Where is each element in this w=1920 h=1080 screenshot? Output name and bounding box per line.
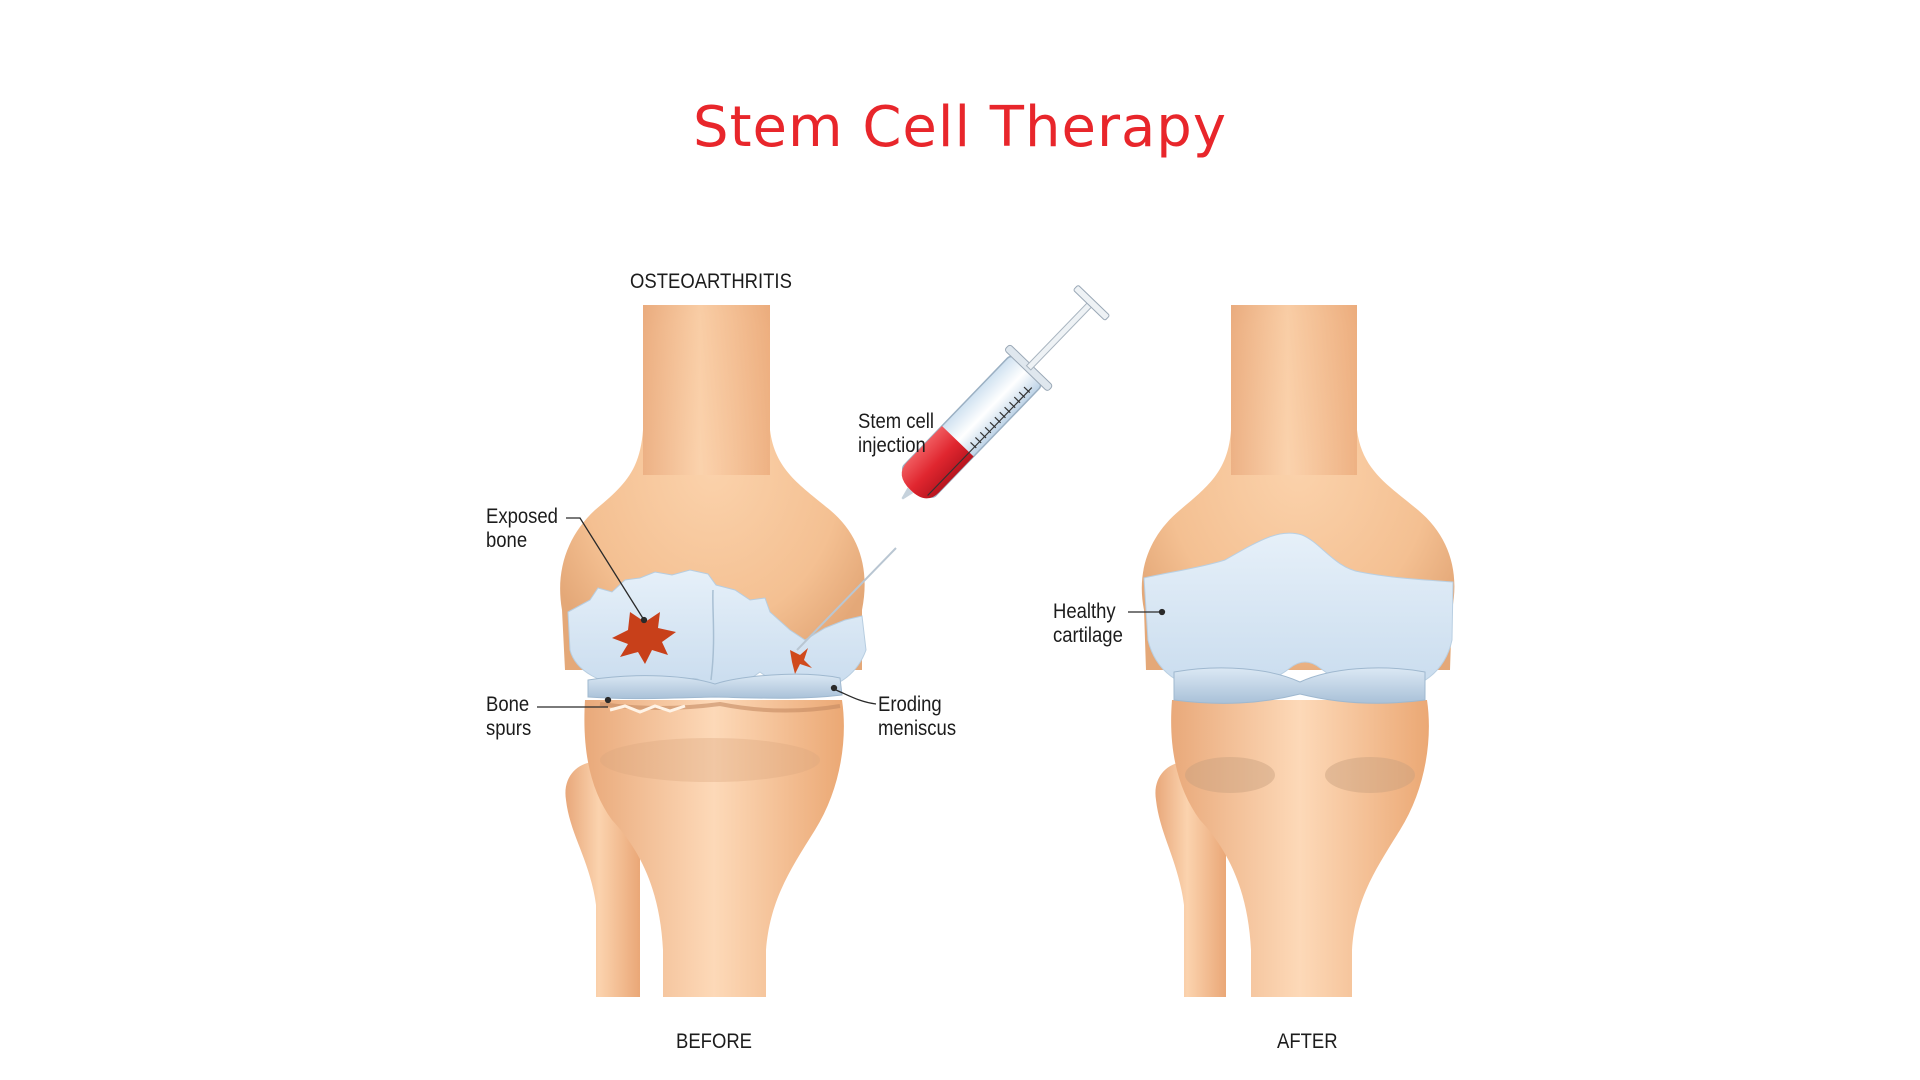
meniscus-before [587, 673, 843, 700]
label-bone-spurs: Bone spurs [486, 693, 532, 740]
leader-lines-after [1128, 608, 1166, 616]
tibia-before [584, 700, 844, 997]
knee-after [1141, 305, 1455, 997]
osteoarthritis-header: OSTEOARTHRITIS [630, 270, 792, 293]
caption-after: AFTER [1277, 1030, 1338, 1053]
leader-lines-before [537, 517, 877, 708]
label-exposed-bone: Exposed bone [486, 505, 558, 552]
tibia-after [1171, 700, 1429, 997]
exposed-bone-lesion [612, 612, 676, 664]
label-eroding-meniscus: Eroding meniscus [878, 693, 957, 740]
label-stem-cell-injection: Stem cell injection [858, 410, 934, 457]
meniscus-after [1173, 667, 1426, 704]
knee-before [560, 305, 867, 997]
caption-before: BEFORE [676, 1030, 752, 1053]
label-healthy-cartilage: Healthy cartilage [1053, 600, 1123, 647]
diagram-title: Stem Cell Therapy [693, 95, 1227, 160]
syringe-icon [796, 285, 1110, 651]
